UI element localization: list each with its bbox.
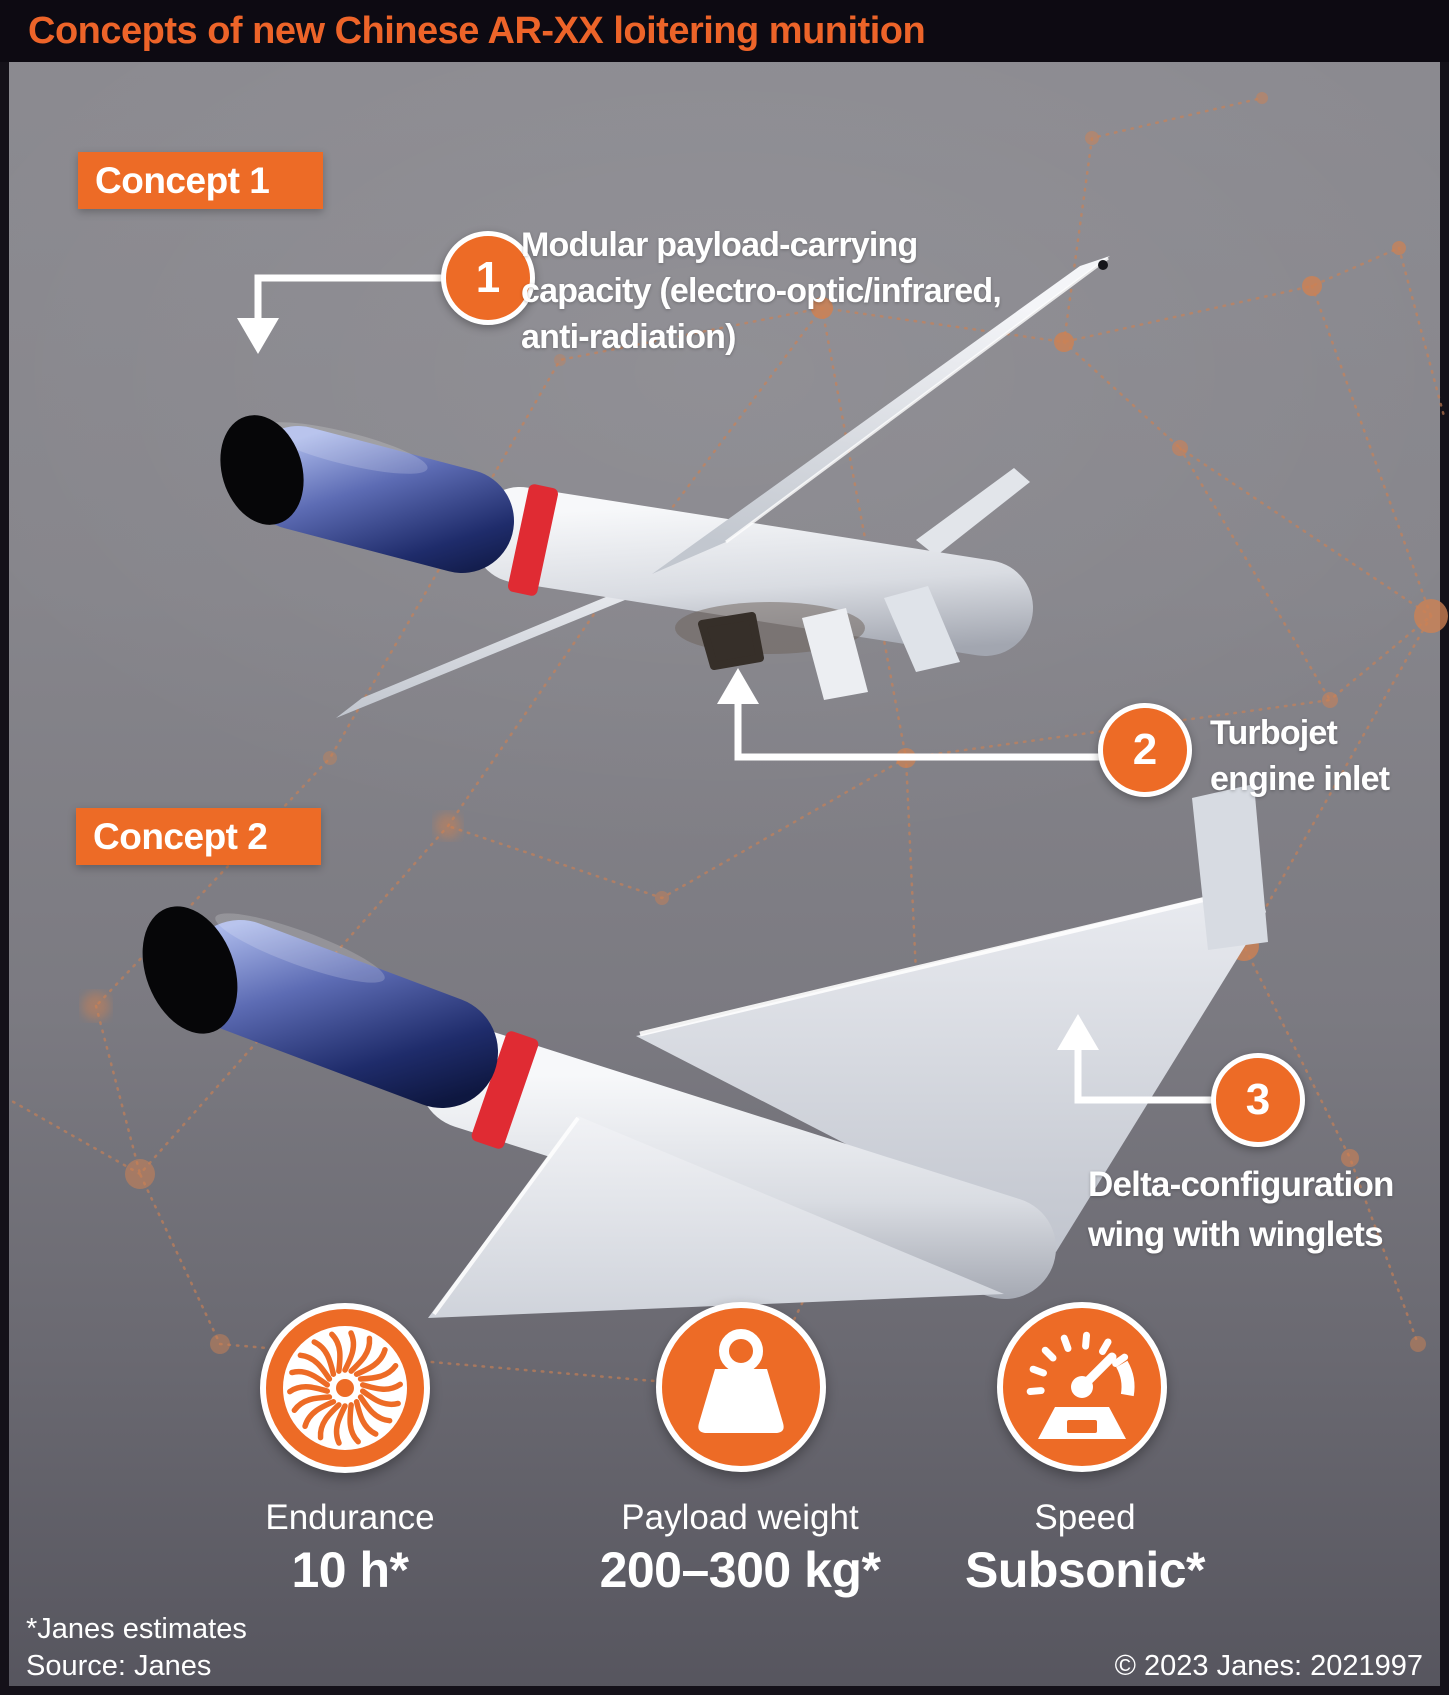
callout-1-line-1: Modular payload-carrying bbox=[521, 226, 918, 264]
concept2-winglet bbox=[1192, 784, 1268, 950]
callout-1-line-2: capacity (electro-optic/infrared, bbox=[521, 272, 1002, 310]
concept1-wingtip-light bbox=[1098, 260, 1108, 270]
infographic-title: Concepts of new Chinese AR-XX loitering … bbox=[28, 9, 926, 52]
concept2-wing-highlight bbox=[639, 885, 1253, 1037]
concept1-ventral-fin-right bbox=[884, 586, 960, 672]
turbine-icon bbox=[283, 1326, 407, 1450]
callout-1-leader bbox=[254, 274, 444, 322]
callout-3-text: Delta-configuration wing with winglets bbox=[1088, 1160, 1448, 1260]
concept2-red-band bbox=[471, 1031, 539, 1149]
callout-2-arrowhead bbox=[717, 668, 759, 704]
callout-1-line-3: anti-radiation) bbox=[521, 318, 736, 356]
concept1-nose-highlight bbox=[262, 422, 428, 474]
concept1-nose-cone bbox=[246, 426, 514, 573]
callout-2-line-2: engine inlet bbox=[1210, 760, 1390, 798]
callout-1-text: Modular payload-carrying capacity (elect… bbox=[521, 222, 1051, 360]
concept1-engine-inlet bbox=[698, 612, 764, 670]
callout-3-number: 3 bbox=[1245, 1075, 1271, 1124]
concept1-seeker-window bbox=[220, 415, 304, 525]
concept2-seeker-window bbox=[142, 906, 238, 1034]
callout-1-arrowhead bbox=[237, 318, 279, 354]
stat-label-payload: Payload weight bbox=[621, 1498, 859, 1537]
footnote-janes-estimates: *Janes estimates bbox=[26, 1613, 247, 1645]
callout-1-number: 1 bbox=[475, 253, 501, 302]
concept1-red-band bbox=[508, 484, 558, 596]
concept2-nose-cone bbox=[184, 920, 498, 1108]
callout-3-line-2: wing with winglets bbox=[1088, 1215, 1384, 1254]
concept1-drone bbox=[220, 256, 1110, 718]
stat-value-speed: Subsonic* bbox=[965, 1542, 1205, 1598]
concept1-wing-highlight bbox=[725, 256, 1109, 544]
stat-value-payload: 200–300 kg* bbox=[599, 1542, 881, 1598]
source-credit: Source: Janes bbox=[26, 1650, 212, 1682]
concept2-lower-wing bbox=[428, 1116, 1004, 1318]
callout-3-arrowhead bbox=[1057, 1014, 1099, 1050]
callout-2-text: Turbojet engine inlet bbox=[1210, 710, 1445, 802]
concept1-left-wing bbox=[336, 558, 700, 718]
network-nodes bbox=[82, 92, 1448, 1398]
callout-2-number: 2 bbox=[1132, 725, 1158, 774]
concept2-nose-highlight bbox=[215, 913, 385, 983]
callout-3-leader bbox=[1074, 1046, 1213, 1104]
stat-label-speed: Speed bbox=[1034, 1498, 1136, 1537]
callout-1-badge: 1 bbox=[441, 231, 535, 325]
concept-2-label-text: Concept 2 bbox=[93, 815, 268, 857]
concept1-tailplane bbox=[916, 468, 1030, 556]
stat-circle-endurance bbox=[260, 1303, 430, 1473]
concept1-ventral-fin-left bbox=[802, 608, 868, 700]
concept-2-label: Concept 2 bbox=[76, 808, 321, 865]
callout-2-badge: 2 bbox=[1098, 703, 1192, 797]
concept2-delta-wing bbox=[636, 884, 1266, 1252]
stat-circle-payload bbox=[656, 1302, 826, 1472]
callout-2-leader bbox=[734, 700, 1100, 761]
copyright-notice: © 2023 Janes: 2021997 bbox=[1114, 1650, 1423, 1682]
concept1-right-wing bbox=[652, 256, 1110, 574]
title-bar: Concepts of new Chinese AR-XX loitering … bbox=[0, 0, 1449, 62]
concept2-lower-wing-highlight bbox=[432, 1116, 580, 1316]
stat-value-endurance: 10 h* bbox=[291, 1542, 409, 1598]
weight-icon bbox=[698, 1329, 784, 1433]
callout-arrowheads bbox=[237, 318, 1099, 1050]
concept2-fuselage bbox=[419, 1027, 1056, 1299]
concept-1-label-text: Concept 1 bbox=[95, 159, 270, 201]
concept2-drone bbox=[142, 784, 1268, 1318]
callout-3-line-1: Delta-configuration bbox=[1088, 1165, 1394, 1204]
concept-1-label: Concept 1 bbox=[78, 152, 323, 209]
stat-label-endurance: Endurance bbox=[265, 1498, 435, 1537]
callout-leader-lines bbox=[254, 274, 1213, 1104]
callout-3-badge: 3 bbox=[1211, 1053, 1305, 1147]
callout-2-line-1: Turbojet bbox=[1210, 714, 1338, 752]
speedometer-icon bbox=[1026, 1331, 1135, 1439]
stat-circle-speed bbox=[997, 1302, 1167, 1472]
